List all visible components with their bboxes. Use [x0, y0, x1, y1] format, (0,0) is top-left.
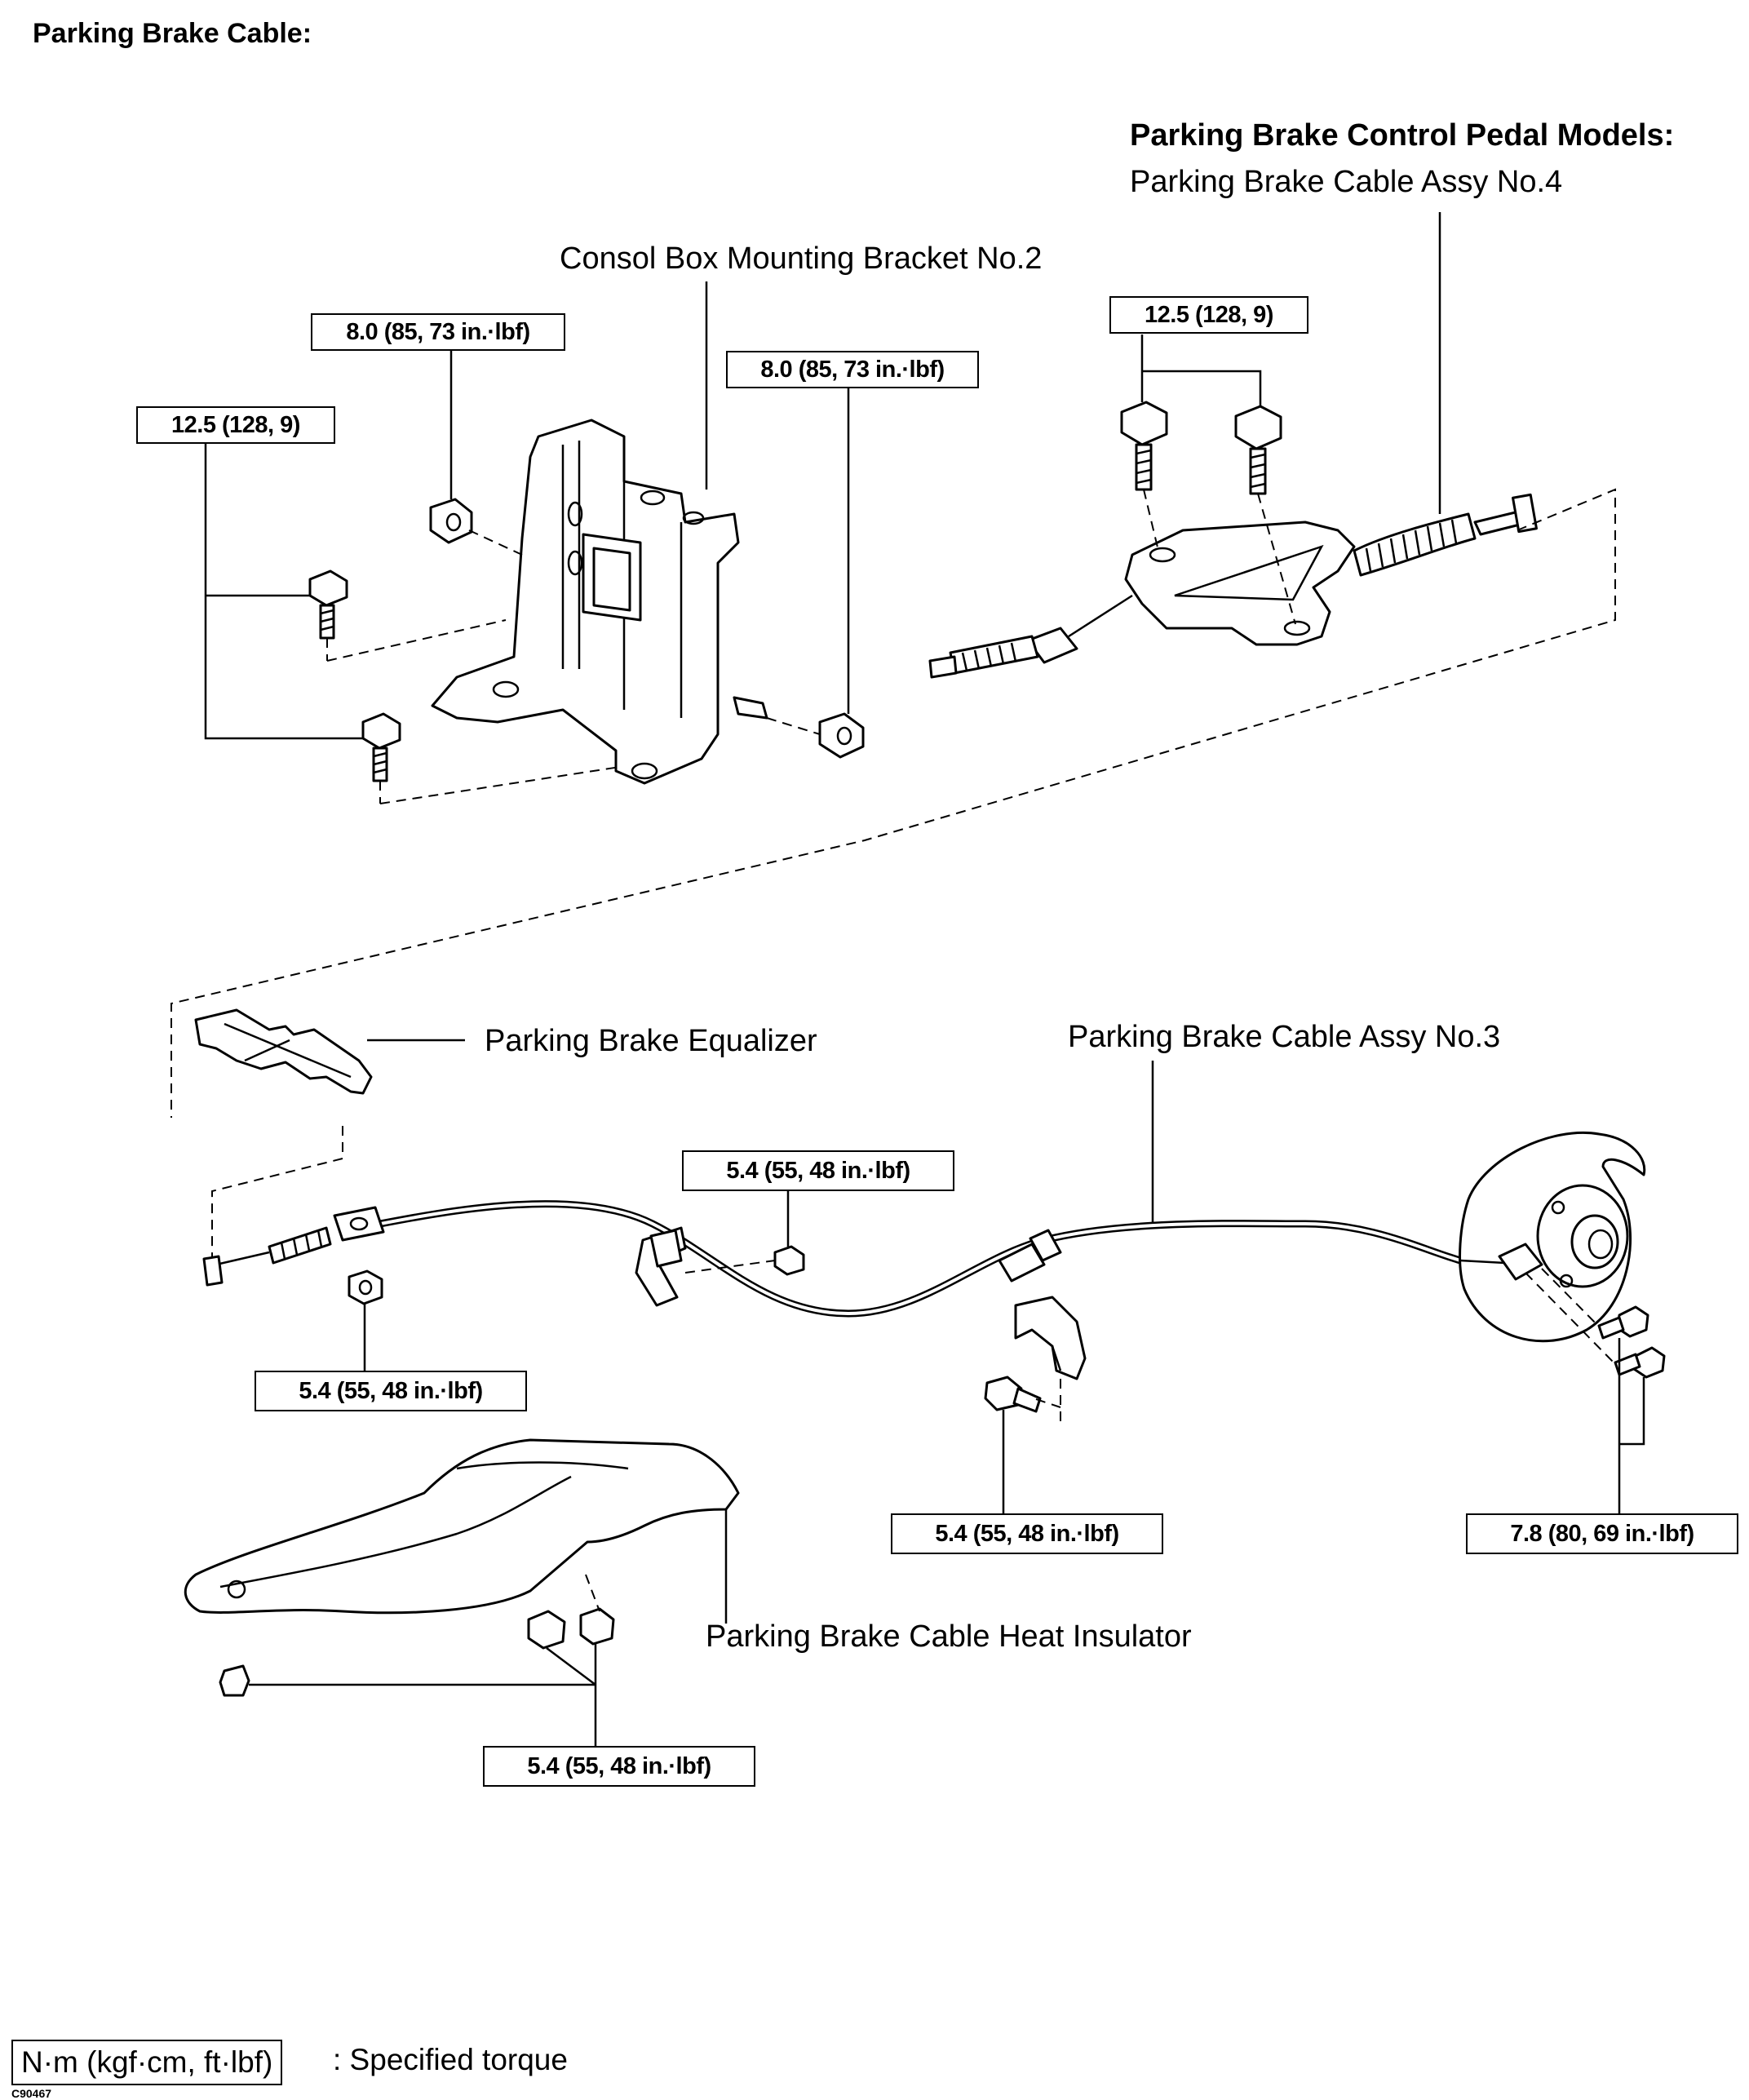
- bracket-nut-top: [429, 498, 473, 544]
- cable-clamp: [1014, 1296, 1087, 1380]
- insulator-nut-3: [219, 1664, 250, 1697]
- label-cable-no4: Parking Brake Cable Assy No.4: [1130, 165, 1563, 199]
- backplate-bolt-lower: [1614, 1346, 1666, 1379]
- cable-no4-assembly: [928, 493, 1538, 679]
- insulator-nut-1: [527, 1610, 566, 1650]
- bracket-bolt-lower: [361, 712, 401, 782]
- torque-bracket-nut-top: 8.0 (85, 73 in.·lbf): [311, 313, 565, 351]
- cable-no4-bolt-right: [1234, 405, 1282, 495]
- cable-no3-nut-left: [348, 1269, 383, 1305]
- figure-code: C90467: [11, 2087, 52, 2100]
- torque-bracket-nut-right: 8.0 (85, 73 in.·lbf): [726, 351, 979, 388]
- console-bracket: [431, 419, 768, 785]
- torque-cable-no3-nut: 5.4 (55, 48 in.·lbf): [255, 1371, 527, 1411]
- torque-backplate-bolts: 7.8 (80, 69 in.·lbf): [1466, 1513, 1738, 1554]
- leader-lines: [204, 212, 1645, 1746]
- model-note: Parking Brake Control Pedal Models:: [1130, 118, 1675, 153]
- clamp-nut: [773, 1245, 805, 1276]
- label-insulator: Parking Brake Cable Heat Insulator: [706, 1619, 1192, 1654]
- bracket-bolt-upper: [308, 569, 348, 640]
- cable-no3: [202, 1200, 1464, 1318]
- legend-torque-box: N·m (kgf·cm, ft·lbf): [11, 2040, 283, 2085]
- torque-insulator-nuts: 5.4 (55, 48 in.·lbf): [483, 1746, 755, 1787]
- torque-cable-no4-bolts: 12.5 (128, 9): [1109, 296, 1308, 334]
- page-title: Parking Brake Cable:: [33, 18, 312, 49]
- cable-no4-bolt-left: [1120, 401, 1168, 491]
- clamp-bolt: [984, 1376, 1042, 1413]
- label-equalizer: Parking Brake Equalizer: [485, 1024, 817, 1058]
- insulator-nut-2: [579, 1607, 615, 1646]
- torque-clamp-bolt: 5.4 (55, 48 in.·lbf): [891, 1513, 1163, 1554]
- torque-clamp-nut: 5.4 (55, 48 in.·lbf): [682, 1150, 954, 1191]
- rear-brake-assembly: [1459, 1132, 1646, 1343]
- heat-insulator: [184, 1438, 740, 1615]
- bracket-nut-right: [818, 712, 865, 759]
- backplate-bolt-upper: [1597, 1305, 1649, 1340]
- label-bracket: Consol Box Mounting Bracket No.2: [560, 241, 1043, 276]
- legend-text: : Specified torque: [333, 2043, 568, 2076]
- torque-bracket-bolts: 12.5 (128, 9): [136, 406, 335, 444]
- label-cable-no3: Parking Brake Cable Assy No.3: [1068, 1020, 1501, 1054]
- equalizer: [194, 1008, 373, 1095]
